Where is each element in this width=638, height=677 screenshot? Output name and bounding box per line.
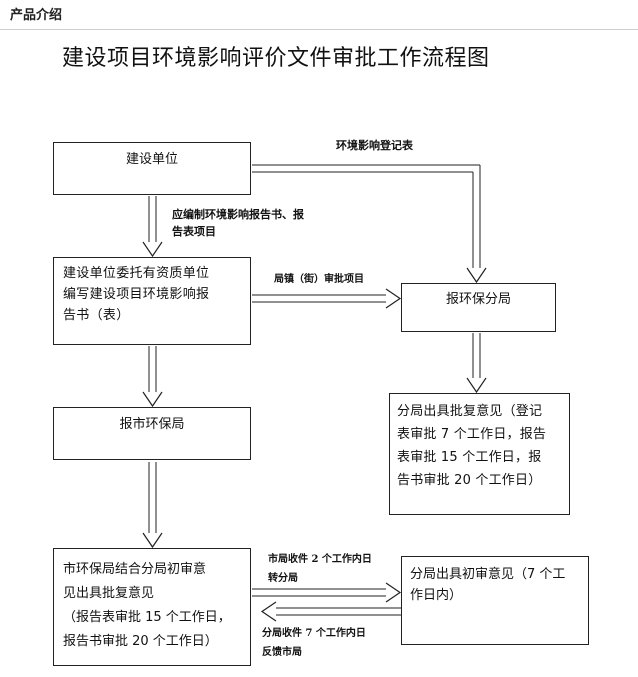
branch-opinion-line: 表审批 15 个工作日，报 xyxy=(397,450,542,465)
branch-receive-label: 分局收件 7 个工作内日 反馈市局 xyxy=(262,624,366,662)
branch-initial-box: 分局出具初审意见（7 个工 作日内） xyxy=(401,556,589,645)
branch-initial-line: 分局出具初审意见（7 个工 xyxy=(410,567,566,582)
arrow-construction-to-commission xyxy=(142,196,163,258)
branch-opinion-line: 分局出具批复意见（登记 xyxy=(397,404,543,419)
report-required-line: 告表项目 xyxy=(172,225,216,238)
branch-receive-line: 分局收件 7 个工作内日 xyxy=(262,628,366,639)
city-joint-line: 报告书审批 20 个工作日） xyxy=(63,634,218,649)
city-joint-box: 市环保局结合分局初审意 见出具批复意见 （报告表审批 15 个工作日， 报告书审… xyxy=(53,548,251,666)
commission-line: 告书（表） xyxy=(63,308,130,323)
header-title: 产品介绍 xyxy=(10,8,63,23)
commission-line: 编写建设项目环境影响报 xyxy=(63,287,210,302)
city-epb-label: 报市环保局 xyxy=(119,417,185,432)
branch-initial-line: 作日内） xyxy=(410,588,463,603)
page-header: 产品介绍 xyxy=(0,0,638,30)
construction-unit-label: 建设单位 xyxy=(125,152,178,167)
report-required-line: 应编制环境影响报告书、报 xyxy=(172,208,304,221)
report-required-label: 应编制环境影响报告书、报 告表项目 xyxy=(172,206,304,240)
city-receive-line: 转分局 xyxy=(268,573,298,584)
construction-unit-box: 建设单位 xyxy=(53,142,251,195)
arrow-commission-to-city xyxy=(142,346,163,408)
branch-opinion-line: 表审批 7 个工作日，报告 xyxy=(397,427,547,442)
city-receive-label: 市局收件 2 个工作内日 转分局 xyxy=(268,550,372,588)
arrow-registration-route xyxy=(252,164,487,284)
town-street-label: 局镇（街）审批项目 xyxy=(274,274,364,285)
arrow-branch-initial-to-city xyxy=(260,601,402,622)
branch-receive-line: 反馈市局 xyxy=(262,647,302,658)
city-epb-box: 报市环保局 xyxy=(53,407,251,460)
branch-epb-label: 报环保分局 xyxy=(445,292,511,307)
city-joint-line: 见出具批复意见 xyxy=(63,586,155,601)
commission-line: 建设单位委托有资质单位 xyxy=(63,266,210,281)
city-receive-line: 市局收件 2 个工作内日 xyxy=(268,554,372,565)
arrow-branch-to-opinion xyxy=(466,333,487,394)
branch-opinion-line: 告书审批 20 个工作日） xyxy=(397,473,542,488)
commission-box: 建设单位委托有资质单位 编写建设项目环境影响报 告书（表） xyxy=(53,257,251,345)
city-joint-line: 市环保局结合分局初审意 xyxy=(63,562,207,577)
arrow-city-to-joint xyxy=(142,462,163,549)
branch-opinion-box: 分局出具批复意见（登记 表审批 7 个工作日，报告 表审批 15 个工作日，报 … xyxy=(389,393,570,515)
flowchart-title: 建设项目环境影响评价文件审批工作流程图 xyxy=(62,46,490,71)
arrow-city-to-branch-initial xyxy=(252,582,402,603)
registration-form-label: 环境影响登记表 xyxy=(336,139,413,152)
city-joint-line: （报告表审批 15 个工作日， xyxy=(63,610,231,625)
arrow-commission-to-branch xyxy=(252,288,402,309)
branch-epb-box: 报环保分局 xyxy=(401,283,556,332)
